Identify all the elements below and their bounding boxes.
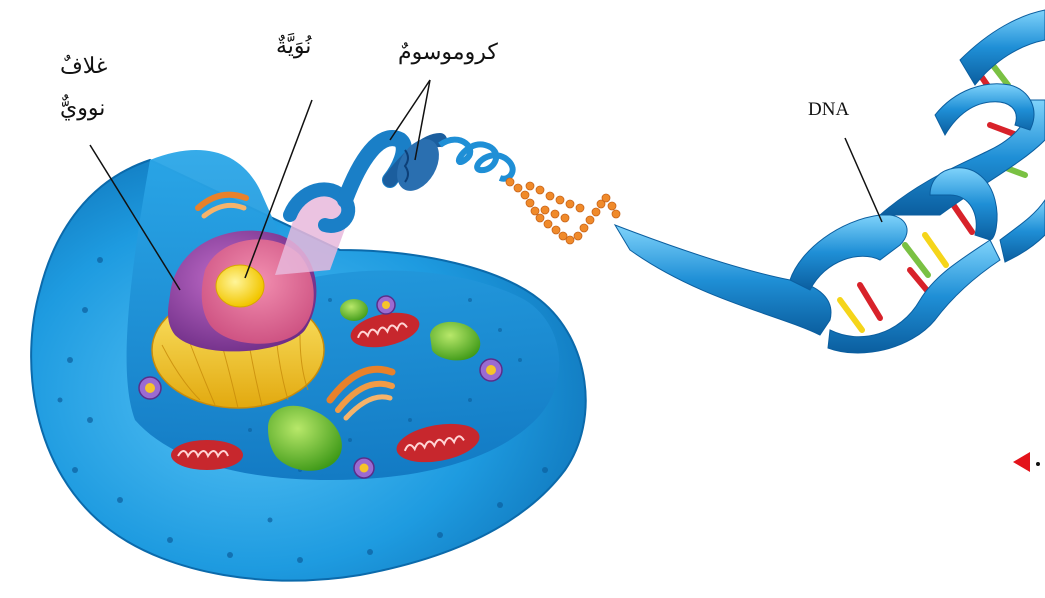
chromatin-beads xyxy=(506,178,620,244)
lysosome xyxy=(480,359,502,381)
vacuole xyxy=(340,299,368,321)
mitochondrion xyxy=(171,440,243,470)
label-dna: DNA xyxy=(808,100,849,119)
nucleolus xyxy=(216,265,264,307)
red-pointer-icon xyxy=(1013,452,1030,472)
lysosome xyxy=(354,458,374,478)
dna-helix xyxy=(615,10,1045,353)
label-nuclear-envelope-line2: نوويٌّ xyxy=(60,98,105,120)
label-chromosome: كروموسومٌ xyxy=(398,42,498,64)
label-nuclear-envelope-line1: غلافٌ xyxy=(60,56,107,78)
lysosome xyxy=(377,296,395,314)
dot-marker xyxy=(1036,462,1040,466)
leader-dna xyxy=(845,138,882,222)
label-nucleolus: نُوَيَّةٌ xyxy=(276,36,311,58)
lysosome xyxy=(139,377,161,399)
chromatin-coil xyxy=(440,140,513,179)
